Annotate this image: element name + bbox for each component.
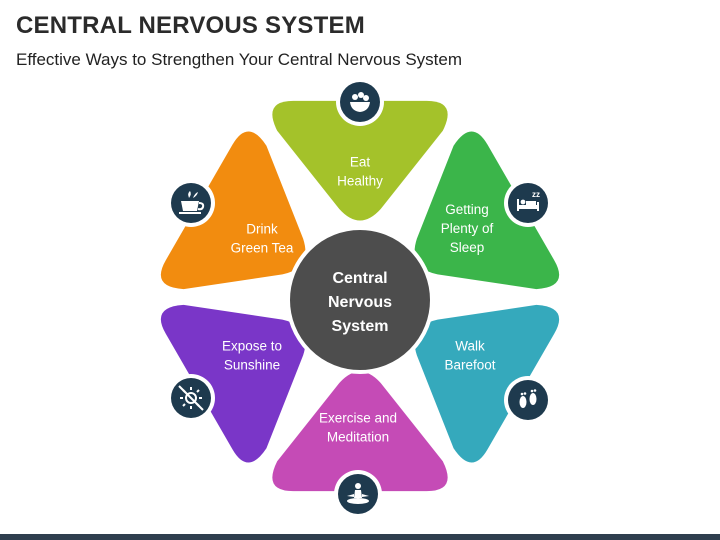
salad-bowl-icon	[336, 78, 384, 126]
petal-label-line: Getting	[445, 202, 489, 217]
sun-crossed-icon	[167, 374, 215, 422]
petal-label-line: Sleep	[450, 240, 485, 255]
center-line-3: System	[332, 318, 389, 335]
meditation-icon	[334, 470, 382, 518]
petal-label-line: Exercise and	[319, 411, 397, 426]
tea-cup-icon	[167, 179, 215, 227]
petal-label-line: Green Tea	[231, 241, 294, 256]
center-line-2: Nervous	[328, 294, 392, 311]
petal-label-line: Plenty of	[441, 221, 494, 236]
petal-label-line: Sunshine	[224, 358, 280, 373]
petal-label-line: Meditation	[327, 430, 389, 445]
footprints-icon	[504, 376, 552, 424]
center-line-1: Central	[332, 270, 387, 287]
page-title: CENTRAL NERVOUS SYSTEM	[16, 12, 365, 39]
page-subtitle: Effective Ways to Strengthen Your Centra…	[16, 50, 462, 69]
petal-expose-to-sunshine: Expose to Sunshine	[155, 255, 347, 468]
petal-label-line: Healthy	[337, 174, 383, 189]
sleeping-bed-icon: zz	[504, 179, 552, 227]
petal-label-line: Drink	[246, 222, 278, 237]
petal-label-line: Walk	[455, 339, 485, 354]
svg-text:zz: zz	[532, 190, 540, 199]
footer-bar	[0, 534, 720, 540]
petal-label-line: Eat	[350, 155, 371, 170]
petal-label-line: Expose to	[222, 339, 282, 354]
petal-label-line: Barefoot	[444, 358, 495, 373]
center-circle	[286, 226, 434, 374]
